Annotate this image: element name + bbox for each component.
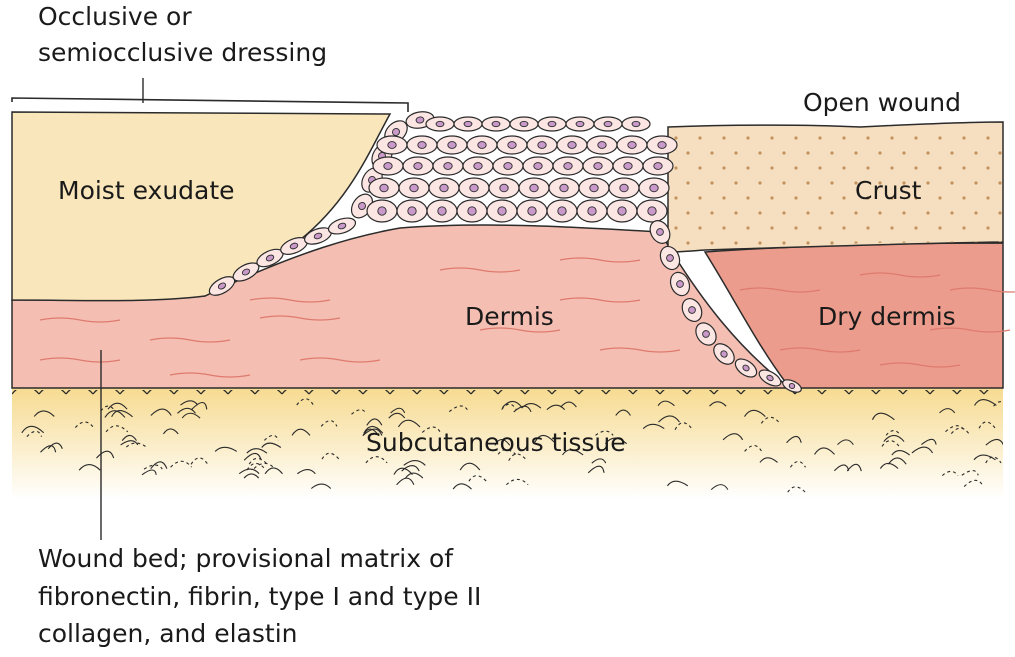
dressing-label-line1: Occlusive or	[38, 2, 192, 31]
wound-bed-label-line3: collagen, and elastin	[38, 619, 298, 648]
dressing-label-line2: semiocclusive dressing	[38, 38, 328, 67]
moist-exudate-label: Moist exudate	[58, 176, 235, 205]
subcutaneous-label: Subcutaneous tissue	[366, 428, 626, 457]
crust-label: Crust	[855, 176, 922, 205]
dermis-collagen-fibers	[39, 257, 1015, 378]
dry-dermis-label: Dry dermis	[818, 302, 956, 331]
subcutaneous-fat-lobules	[12, 390, 1003, 493]
wound-bed-label-line2: fibronectin, fibrin, type I and type II	[38, 582, 482, 611]
crust-region	[667, 121, 1004, 253]
wound-bed-label-line1: Wound bed; provisional matrix of	[38, 544, 454, 573]
open-wound-label: Open wound	[803, 88, 962, 117]
crust-texture	[674, 136, 1002, 245]
migrating-epithelial-cells	[208, 111, 802, 393]
subcutaneous-layer	[12, 383, 1003, 500]
dressing-bracket	[11, 97, 409, 112]
dermis-label: Dermis	[465, 302, 554, 331]
